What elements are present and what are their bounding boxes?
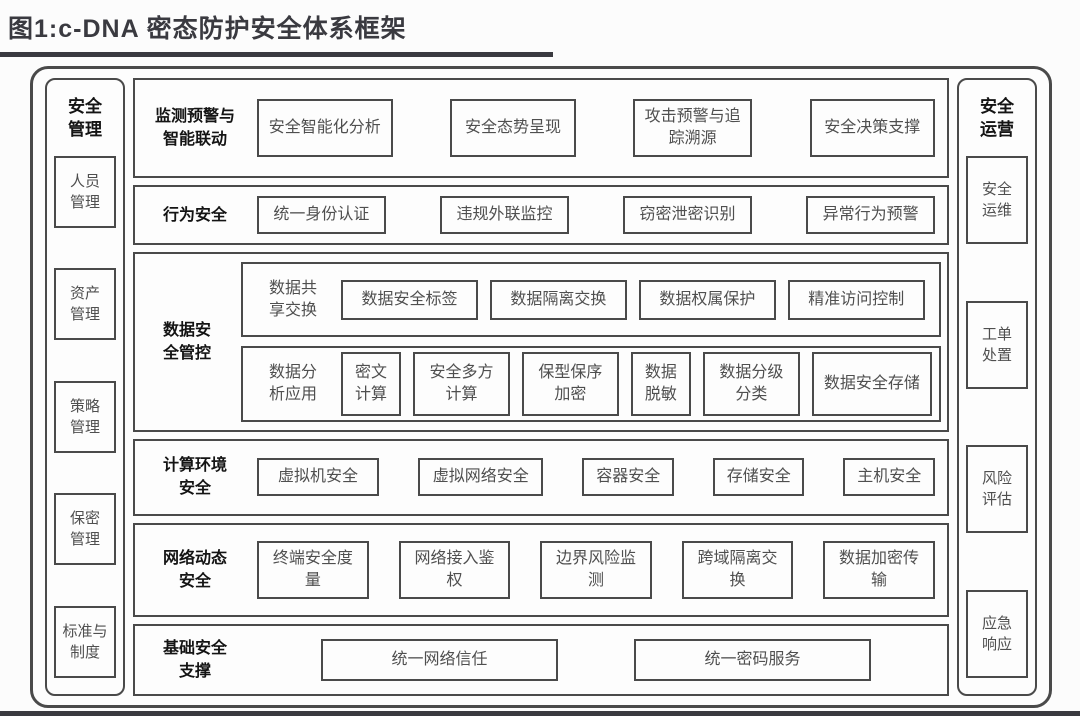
row-computing-environment-security: 计算环境 安全 虚拟机安全 虚拟网络安全 容器安全 存储安全 主机安全 [133,438,949,516]
footer-rule [0,711,1080,716]
row-data-security-control: 数据安 全管控 数据共 享交换 数据安全标签 数据隔离交换 数据权属保护 精准访… [133,252,949,432]
box-illegal-outreach-monitoring: 违规外联监控 [440,196,569,235]
box-vm-security: 虚拟机安全 [257,458,380,497]
security-framework-diagram: 安全 管理 人员 管理 资产 管理 策略 管理 保密 管理 标准与 制度 监测预… [30,66,1052,708]
box-personnel-management: 人员 管理 [54,155,116,228]
lead-data-sharing-exchange: 数据共 享交换 [268,279,317,319]
box-intelligent-analysis: 安全智能化分析 [257,98,393,157]
box-attack-warning-tracing: 攻击预警与追 踪溯源 [633,98,752,157]
box-ciphertext-computing: 密文 计算 [341,352,402,416]
row-network-dynamic-security: 网络动态 安全 终端安全度量 网络接入鉴权 边界风险监测 跨域隔离交换 数据加密… [133,522,949,618]
panel-security-management-header: 安全 管理 [68,97,102,139]
row-computing-environment-items: 虚拟机安全 虚拟网络安全 容器安全 存储安全 主机安全 [257,458,935,497]
box-data-masking: 数据 脱敏 [630,352,691,416]
box-theft-leak-identification: 窃密泄密识别 [623,196,752,235]
box-abnormal-behavior-warning: 异常行为预警 [806,196,935,235]
box-unified-cryptographic-service: 统一密码服务 [633,639,872,682]
row-monitoring-warning: 监测预警与 智能联动 安全智能化分析 安全态势呈现 攻击预警与追 踪溯源 安全决… [133,78,949,178]
box-data-isolation-exchange: 数据隔离交换 [489,279,627,320]
box-boundary-risk-monitoring: 边界风险监测 [540,541,652,600]
subrow-data-sharing: 数据共 享交换 数据安全标签 数据隔离交换 数据权属保护 精准访问控制 [241,262,941,338]
panel-security-operations-header: 安全 运营 [980,97,1014,139]
panel-security-operations: 安全 运营 安全 运维 工单 处置 风险 评估 应急 响应 [957,78,1037,696]
figure-title: 图1:c-DNA 密态防护安全体系框架 [8,15,407,43]
row-label-behavior-security: 行为安全 [162,206,227,224]
box-format-order-preserving-encryption: 保型保序 加密 [521,352,619,416]
row-basic-security-support: 基础安全 支撑 统一网络信任 统一密码服务 [133,624,949,696]
row-basic-support-items: 统一网络信任 统一密码服务 [257,639,935,682]
row-network-dynamic-items: 终端安全度量 网络接入鉴权 边界风险监测 跨域隔离交换 数据加密传输 [257,541,935,600]
box-network-access-authentication: 网络接入鉴权 [398,541,511,600]
box-secure-data-storage: 数据安全存储 [811,352,933,416]
panel-security-management-items: 人员 管理 资产 管理 策略 管理 保密 管理 标准与 制度 [54,155,116,678]
box-decision-support: 安全决策支撑 [809,98,935,157]
row-monitoring-warning-items: 安全智能化分析 安全态势呈现 攻击预警与追 踪溯源 安全决策支撑 [257,98,935,157]
row-label-data-security-control: 数据安 全管控 [162,321,211,362]
box-situation-presentation: 安全态势呈现 [450,98,576,157]
box-virtual-network-security: 虚拟网络安全 [418,458,544,497]
subrow-data-analysis: 数据分 析应用 密文 计算 安全多方 计算 保型保序 加密 数据 脱敏 数据分级… [241,346,941,422]
box-data-encrypted-transmission: 数据加密传输 [823,541,935,600]
box-container-security: 容器安全 [582,458,674,497]
box-host-security: 主机安全 [843,458,935,497]
box-confidentiality-management: 保密 管理 [54,493,116,566]
box-cross-domain-isolation-exchange: 跨域隔离交换 [681,541,794,600]
box-emergency-response: 应急 响应 [966,589,1028,678]
capability-rows: 监测预警与 智能联动 安全智能化分析 安全态势呈现 攻击预警与追 踪溯源 安全决… [133,78,949,696]
box-terminal-security-measurement: 终端安全度量 [257,541,369,600]
figure-title-block: 图1:c-DNA 密态防护安全体系框架 [0,0,553,57]
box-asset-management: 资产 管理 [54,268,116,341]
lead-data-analysis-application: 数据分 析应用 [268,363,317,403]
row-label-basic-support: 基础安全 支撑 [162,639,227,681]
box-precise-access-control: 精准访问控制 [787,279,925,320]
row-behavior-security: 行为安全 统一身份认证 违规外联监控 窃密泄密识别 异常行为预警 [133,184,949,246]
row-label-monitoring-warning: 监测预警与 智能联动 [154,107,235,148]
panel-security-management: 安全 管理 人员 管理 资产 管理 策略 管理 保密 管理 标准与 制度 [45,78,125,696]
row-label-computing-environment: 计算环境 安全 [162,457,227,498]
box-security-ops-maintenance: 安全 运维 [966,155,1028,244]
box-unified-network-trust: 统一网络信任 [320,639,559,682]
box-ticket-handling: 工单 处置 [966,300,1028,389]
data-security-subrows: 数据共 享交换 数据安全标签 数据隔离交换 数据权属保护 精准访问控制 数据分 … [241,254,941,429]
panel-security-operations-items: 安全 运维 工单 处置 风险 评估 应急 响应 [966,155,1028,678]
box-storage-security: 存储安全 [712,458,805,497]
box-data-security-label: 数据安全标签 [341,279,478,320]
box-policy-management: 策略 管理 [54,380,116,453]
row-behavior-security-items: 统一身份认证 违规外联监控 窃密泄密识别 异常行为预警 [257,196,935,235]
box-secure-multiparty-computing: 安全多方 计算 [413,352,510,416]
row-label-network-dynamic: 网络动态 安全 [162,549,227,591]
box-unified-identity-auth: 统一身份认证 [257,196,386,235]
box-standards-systems: 标准与 制度 [54,606,116,678]
box-data-classification-grading: 数据分级 分类 [702,352,800,416]
box-data-ownership-protection: 数据权属保护 [638,279,776,320]
box-risk-assessment: 风险 评估 [966,445,1028,534]
